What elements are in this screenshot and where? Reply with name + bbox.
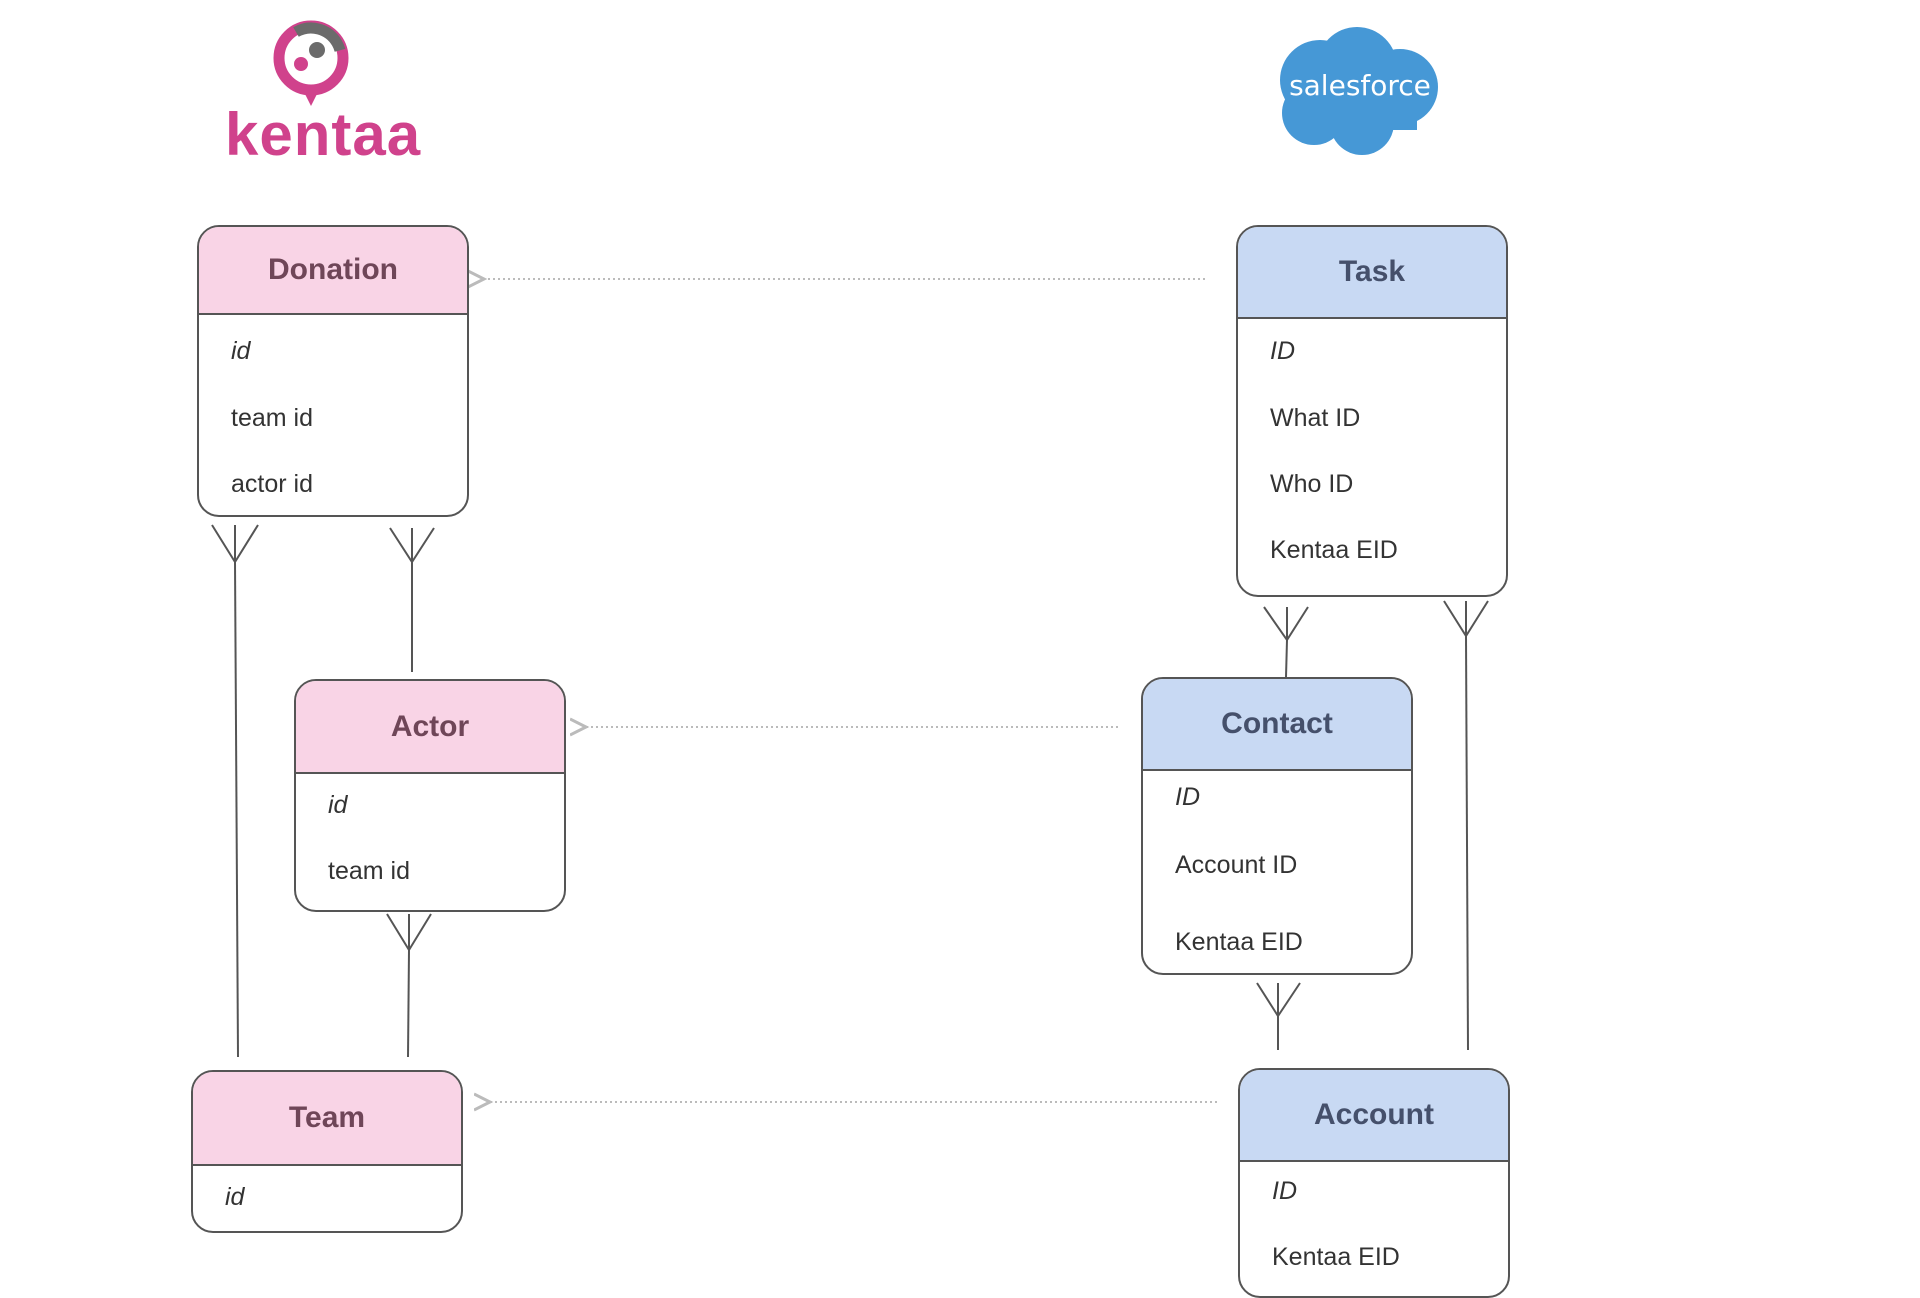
- entity-actor-field: id: [328, 791, 348, 819]
- relation-task-account: [1443, 600, 1489, 1051]
- entity-donation-field: team id: [231, 404, 313, 432]
- entity-donation-field: id: [231, 337, 251, 365]
- entity-actor-title: Actor: [296, 681, 564, 774]
- entity-contact-title: Contact: [1143, 679, 1411, 771]
- salesforce-cloud-icon: salesforce: [1280, 27, 1438, 155]
- entity-contact-field: ID: [1175, 783, 1200, 811]
- kentaa-logo-text: kentaa: [225, 101, 422, 168]
- entity-account-title: Account: [1240, 1070, 1508, 1162]
- entity-team[interactable]: Team id: [191, 1070, 463, 1233]
- entity-contact-field: Account ID: [1175, 851, 1298, 879]
- entity-account[interactable]: Account ID Kentaa EID: [1238, 1068, 1510, 1298]
- relation-task-contact: [1263, 606, 1309, 678]
- entity-team-field: id: [225, 1183, 245, 1211]
- entity-task-field: ID: [1270, 337, 1295, 365]
- entity-task[interactable]: Task ID What ID Who ID Kentaa EID: [1236, 225, 1508, 597]
- entity-contact-field: Kentaa EID: [1175, 928, 1303, 956]
- entity-actor-field: team id: [328, 857, 410, 885]
- entity-task-title: Task: [1238, 227, 1506, 319]
- relation-donation-team: [211, 524, 259, 1058]
- entity-contact[interactable]: Contact ID Account ID Kentaa EID: [1141, 677, 1413, 975]
- entity-donation[interactable]: Donation id team id actor id: [197, 225, 469, 517]
- salesforce-logo-text: salesforce: [1289, 69, 1431, 102]
- entity-actor[interactable]: Actor id team id: [294, 679, 566, 912]
- entity-task-field: Who ID: [1270, 470, 1354, 498]
- relation-contact-account: [1256, 982, 1301, 1050]
- entity-task-field: What ID: [1270, 404, 1361, 432]
- relation-donation-actor: [389, 527, 435, 672]
- entity-account-field: ID: [1272, 1177, 1297, 1205]
- entity-team-title: Team: [193, 1072, 461, 1166]
- entity-account-field: Kentaa EID: [1272, 1243, 1400, 1271]
- relation-actor-team: [386, 913, 432, 1058]
- kentaa-chat-person-icon: [273, 20, 349, 106]
- kentaa-logo: kentaa: [215, 18, 420, 168]
- entity-donation-field: actor id: [231, 470, 313, 498]
- entity-donation-title: Donation: [199, 227, 467, 315]
- entity-task-field: Kentaa EID: [1270, 536, 1398, 564]
